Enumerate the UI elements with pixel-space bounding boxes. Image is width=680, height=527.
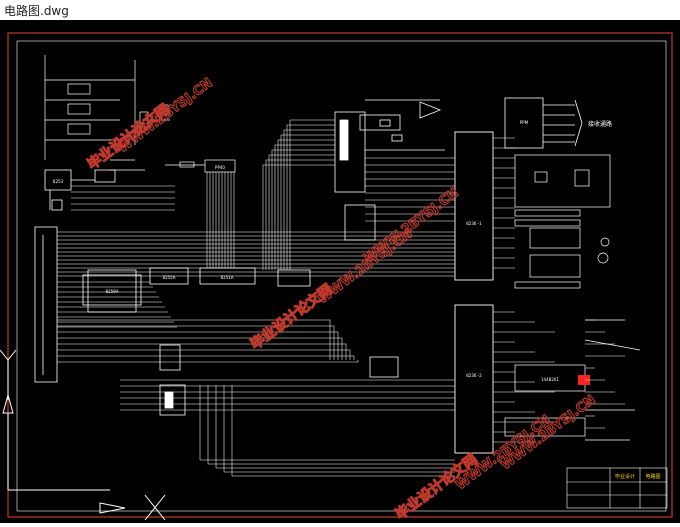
wire — [280, 134, 335, 270]
chip-8253 — [44, 169, 116, 211]
wire — [57, 360, 359, 363]
pin-header-label: PP40 — [215, 165, 225, 170]
wire — [274, 144, 335, 270]
lower-right-connectors — [504, 319, 641, 441]
sensor-module-label: PPM — [520, 120, 529, 125]
lower-chip-label: 144B201 — [541, 377, 559, 382]
wire — [231, 385, 455, 477]
chip-8236-1 — [454, 131, 494, 281]
watermark-text-en-1: WWW.2BYSJ.CN — [115, 76, 215, 157]
drawing-canvas[interactable]: 8253 PP40 8259A 8255A 8251A — [0, 20, 680, 524]
title-block-company: 毕业设计 — [615, 473, 635, 480]
wire — [207, 385, 455, 465]
chip-8236-1-label: 8236 -1 — [466, 221, 482, 226]
wire — [271, 149, 335, 270]
relay-blocks — [514, 154, 611, 289]
wire — [57, 355, 355, 360]
wire — [57, 331, 339, 360]
chip-8255a-label: 8255A — [163, 275, 176, 280]
chip-8236-2 — [454, 304, 494, 454]
output-module — [504, 97, 583, 149]
wire — [277, 139, 335, 270]
chip-8236-2-label: 8236 -2 — [466, 373, 482, 378]
watermark-text-en-4: WWW.2BYSJ.CN — [361, 186, 461, 267]
drawing-border-outer — [7, 32, 673, 518]
wire — [215, 385, 455, 469]
chip-8259a-label: 8259A — [106, 289, 119, 294]
wire — [57, 349, 351, 360]
wire — [286, 124, 335, 270]
wire — [57, 325, 335, 360]
title-block-sheet: 电路图 — [645, 473, 660, 480]
wire — [268, 154, 335, 270]
lower-chips — [159, 344, 399, 416]
watermarks-mid: WWW.2BYSJ.CN WWW.2BYSJ.CN — [361, 185, 599, 474]
output-label: 接收通路 — [588, 120, 612, 128]
window-title: 电路图.dwg — [4, 4, 69, 18]
chip-8259a — [82, 269, 142, 313]
wire — [262, 164, 335, 270]
circuit-schematic: 8253 PP40 8259A 8255A 8251A — [0, 32, 673, 524]
drawing-border-inner — [16, 40, 667, 512]
wire — [199, 385, 455, 461]
chip-8251a-label: 8251A — [221, 275, 234, 280]
left-bus-connector — [34, 226, 58, 383]
wire — [289, 119, 335, 270]
title-block — [566, 467, 668, 509]
wiring-bundle — [57, 119, 625, 477]
central-cpu — [334, 99, 445, 241]
wire — [223, 385, 455, 473]
wire — [283, 129, 335, 270]
power-section — [44, 55, 170, 171]
watermark-text-en-5: WWW.2BYSJ.CN — [498, 393, 598, 474]
chip-8253-label: 8253 — [53, 179, 64, 184]
wire — [57, 337, 343, 360]
red-marker — [578, 375, 590, 385]
window-title-bar: 电路图.dwg — [0, 0, 680, 20]
wire — [265, 159, 335, 270]
wire — [57, 319, 331, 360]
ucs-icon — [0, 349, 166, 521]
watermarks: 毕业设计论文网 WWW.2BYSJ.CN 毕业设计论文网 WWW.2BYSJ.C… — [84, 75, 554, 524]
pin-header — [165, 159, 236, 173]
wire — [57, 343, 347, 360]
